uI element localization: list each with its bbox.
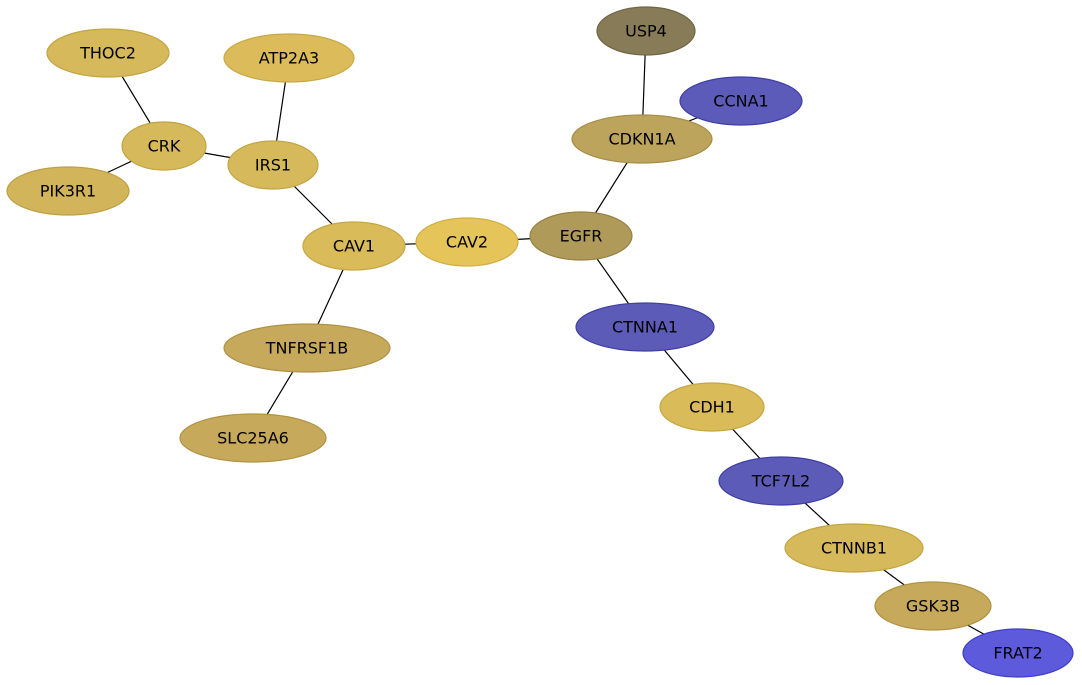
node-cav2[interactable]: CAV2 xyxy=(415,217,519,267)
node-label-frat2: FRAT2 xyxy=(993,644,1042,663)
node-shape-ctnna1 xyxy=(575,302,715,352)
node-label-cdh1: CDH1 xyxy=(689,398,735,417)
node-label-egfr: EGFR xyxy=(560,227,603,246)
node-slc25a6[interactable]: SLC25A6 xyxy=(179,413,327,463)
node-atp2a3[interactable]: ATP2A3 xyxy=(223,33,355,83)
node-label-cdkn1a: CDKN1A xyxy=(608,130,675,149)
node-tcf7l2[interactable]: TCF7L2 xyxy=(718,456,844,506)
node-label-crk: CRK xyxy=(148,137,181,156)
node-shape-frat2 xyxy=(962,628,1074,678)
node-label-thoc2: THOC2 xyxy=(79,44,136,63)
node-shape-crk xyxy=(121,121,207,171)
node-irs1[interactable]: IRS1 xyxy=(227,140,319,190)
node-egfr[interactable]: EGFR xyxy=(529,211,633,261)
node-shape-cdkn1a xyxy=(571,114,713,164)
node-shape-tnfrsf1b xyxy=(223,323,391,373)
node-label-atp2a3: ATP2A3 xyxy=(259,49,319,68)
node-shape-cav2 xyxy=(415,217,519,267)
node-pik3r1[interactable]: PIK3R1 xyxy=(6,166,130,216)
node-shape-gsk3b xyxy=(874,581,992,631)
node-label-usp4: USP4 xyxy=(625,22,667,41)
node-label-ctnnb1: CTNNB1 xyxy=(821,539,887,558)
node-label-slc25a6: SLC25A6 xyxy=(217,429,289,448)
node-label-gsk3b: GSK3B xyxy=(906,597,960,616)
node-label-cav1: CAV1 xyxy=(333,237,375,256)
node-shape-irs1 xyxy=(227,140,319,190)
node-cdh1[interactable]: CDH1 xyxy=(659,382,765,432)
node-label-tnfrsf1b: TNFRSF1B xyxy=(265,339,349,358)
node-shape-cav1 xyxy=(302,221,406,271)
node-label-pik3r1: PIK3R1 xyxy=(40,182,96,201)
node-label-irs1: IRS1 xyxy=(255,156,291,175)
node-shape-egfr xyxy=(529,211,633,261)
node-shape-ccna1 xyxy=(679,76,803,126)
node-shape-thoc2 xyxy=(46,28,170,78)
node-cav1[interactable]: CAV1 xyxy=(302,221,406,271)
node-gsk3b[interactable]: GSK3B xyxy=(874,581,992,631)
node-shape-cdh1 xyxy=(659,382,765,432)
node-ctnna1[interactable]: CTNNA1 xyxy=(575,302,715,352)
node-tnfrsf1b[interactable]: TNFRSF1B xyxy=(223,323,391,373)
node-shape-atp2a3 xyxy=(223,33,355,83)
node-frat2[interactable]: FRAT2 xyxy=(962,628,1074,678)
node-shape-ctnnb1 xyxy=(784,523,924,573)
node-shape-slc25a6 xyxy=(179,413,327,463)
node-label-tcf7l2: TCF7L2 xyxy=(751,472,810,491)
node-label-cav2: CAV2 xyxy=(446,233,488,252)
node-cdkn1a[interactable]: CDKN1A xyxy=(571,114,713,164)
node-label-ctnna1: CTNNA1 xyxy=(612,318,678,337)
node-shape-usp4 xyxy=(596,6,696,56)
node-shape-pik3r1 xyxy=(6,166,130,216)
node-ccna1[interactable]: CCNA1 xyxy=(679,76,803,126)
node-crk[interactable]: CRK xyxy=(121,121,207,171)
node-thoc2[interactable]: THOC2 xyxy=(46,28,170,78)
node-usp4[interactable]: USP4 xyxy=(596,6,696,56)
node-ctnnb1[interactable]: CTNNB1 xyxy=(784,523,924,573)
node-label-ccna1: CCNA1 xyxy=(713,92,768,111)
node-shape-tcf7l2 xyxy=(718,456,844,506)
